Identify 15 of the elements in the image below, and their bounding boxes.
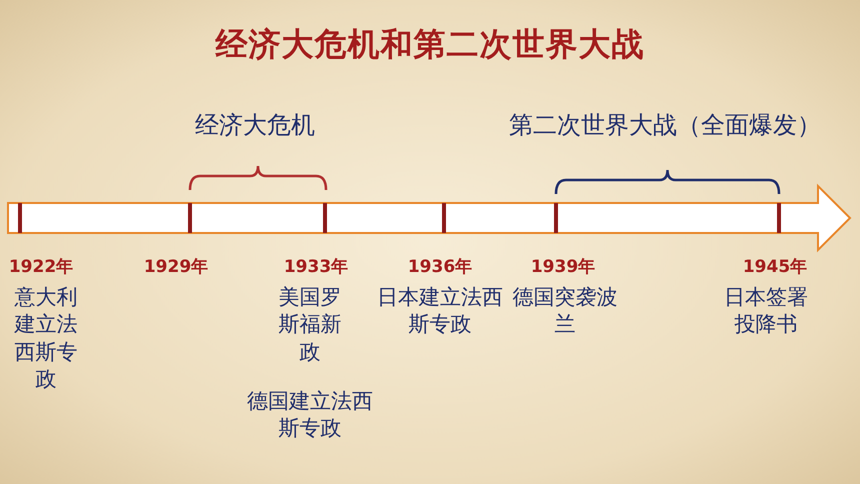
period-heading: 第二次世界大战（全面爆发）	[508, 110, 822, 141]
event-text: 意大利建立法西斯专政	[13, 284, 78, 393]
year-label: 1939年	[530, 256, 596, 278]
title: 经济大危机和第二次世界大战	[214, 24, 646, 65]
year-label: 1945年	[742, 256, 808, 278]
event-text: 日本签署投降书	[723, 284, 809, 338]
event-text: 美国罗斯福新政	[278, 284, 342, 366]
year-label: 1922年	[8, 256, 74, 278]
event-text: 德国建立法西斯专政	[246, 388, 374, 442]
event-text: 日本建立法西斯专政	[376, 284, 504, 338]
year-label: 1936年	[406, 256, 474, 278]
year-label: 1933年	[282, 256, 350, 278]
event-text: 德国突袭波兰	[512, 284, 618, 338]
year-label: 1929年	[142, 256, 210, 278]
period-heading: 经济大危机	[194, 110, 316, 141]
